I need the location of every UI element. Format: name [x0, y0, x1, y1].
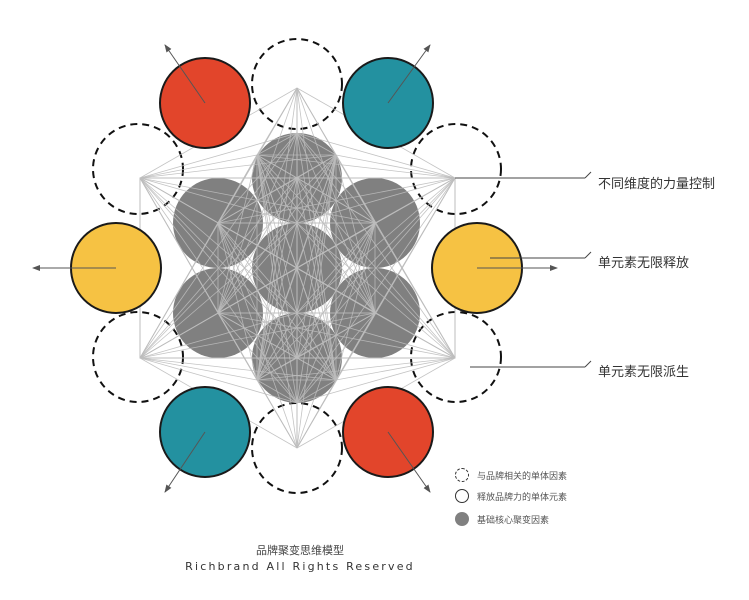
construction-line	[296, 177, 456, 224]
dashed-circles-layer	[92, 38, 502, 494]
outward-arrow	[164, 431, 206, 493]
outward-arrow	[164, 44, 206, 104]
construction-line	[139, 132, 298, 179]
callout-leader-tick	[584, 360, 592, 368]
construction-line	[139, 177, 298, 314]
callout-label-top: 不同维度的力量控制	[598, 177, 716, 192]
construction-line	[256, 132, 298, 156]
construction-line	[296, 87, 337, 156]
dashed-factor-circle	[92, 123, 184, 215]
construction-line	[256, 154, 456, 359]
construction-line	[217, 154, 337, 314]
construction-line	[296, 177, 456, 314]
construction-line	[256, 154, 376, 314]
construction-line	[217, 222, 298, 314]
construction-line	[296, 132, 456, 179]
construction-line	[335, 154, 376, 224]
legend-item-outline: 释放品牌力的单体元素	[455, 487, 567, 505]
construction-line	[139, 177, 298, 224]
construction-line	[139, 154, 337, 359]
dashed-circle-icon	[455, 468, 469, 482]
construction-line	[335, 154, 376, 314]
dashed-factor-circle	[251, 402, 343, 494]
filled-circle-icon	[455, 512, 469, 526]
construction-line	[256, 222, 376, 381]
construction-line	[139, 357, 258, 381]
construction-line	[256, 154, 456, 179]
outward-arrow	[387, 44, 431, 104]
callout-leader-tick	[584, 251, 592, 259]
dashed-factor-circle	[410, 311, 502, 403]
construction-line	[139, 154, 337, 179]
arrows-layer	[32, 44, 558, 493]
outline-circle-icon	[455, 489, 469, 503]
dashed-factor-circle	[251, 38, 343, 130]
construction-line	[256, 87, 298, 156]
copyright-caption: Richbrand All Rights Reserved	[185, 560, 415, 573]
dashed-factor-circle	[410, 123, 502, 215]
construction-line	[217, 154, 337, 224]
construction-line	[217, 154, 258, 224]
construction-line	[335, 312, 376, 381]
construction-line	[256, 312, 376, 381]
construction-line	[139, 177, 298, 359]
construction-line	[256, 154, 376, 224]
callout-leader-tick	[584, 171, 592, 179]
outward-arrow	[387, 431, 431, 493]
construction-line	[256, 357, 456, 381]
legend-item-filled: 基础核心聚变因素	[455, 510, 549, 528]
legend-item-dashed: 与品牌相关的单体因素	[455, 466, 567, 484]
callout-label-middle: 单元素无限释放	[598, 256, 690, 271]
construction-line	[335, 357, 456, 381]
construction-line	[256, 379, 298, 449]
callout-lines-layer	[455, 171, 592, 368]
legend-label: 基础核心聚变因素	[477, 515, 550, 526]
construction-line	[256, 177, 456, 381]
construction-line	[217, 312, 456, 359]
geometry-lines-layer	[139, 87, 456, 449]
construction-line	[335, 154, 456, 179]
construction-line	[296, 312, 456, 359]
construction-line	[335, 222, 376, 381]
legend-label: 释放品牌力的单体元素	[477, 492, 568, 503]
construction-line	[296, 132, 337, 156]
construction-line	[139, 357, 298, 404]
construction-line	[139, 357, 337, 381]
construction-line	[296, 357, 456, 404]
construction-line	[217, 222, 337, 381]
construction-line	[139, 312, 298, 359]
construction-line	[217, 154, 258, 314]
construction-line	[256, 154, 337, 381]
construction-line	[139, 177, 337, 381]
construction-line	[374, 312, 456, 359]
diagram-caption: 品牌聚变思维模型	[256, 544, 344, 557]
dashed-factor-circle	[92, 311, 184, 403]
legend-label: 与品牌相关的单体因素	[477, 471, 568, 482]
callout-label-bottom: 单元素无限派生	[598, 365, 690, 380]
construction-line	[139, 312, 219, 359]
construction-line	[296, 177, 456, 404]
construction-line	[217, 312, 337, 381]
construction-line	[296, 177, 456, 359]
construction-line	[296, 379, 337, 449]
construction-line	[217, 312, 258, 381]
construction-line	[139, 154, 258, 179]
